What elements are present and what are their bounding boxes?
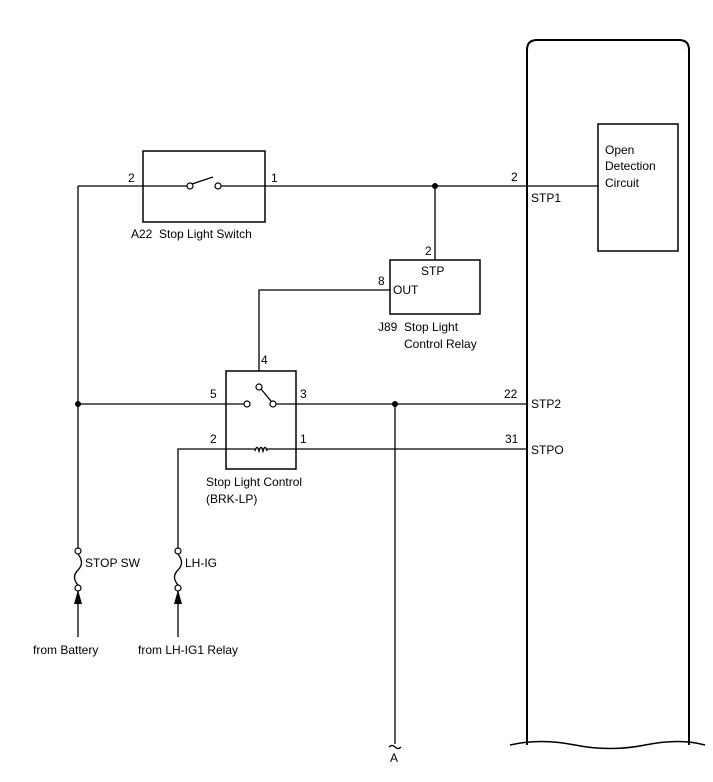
from-lh-ig1-relay-label: from LH-IG1 Relay — [138, 643, 238, 657]
switch-blade — [191, 176, 214, 185]
brk-pin-4: 4 — [261, 353, 268, 367]
ecu-stp2-pin-number: 22 — [504, 387, 518, 401]
ecu-break-line — [509, 740, 706, 750]
brk-pin-1: 1 — [300, 432, 307, 446]
stop-light-switch-pin-right: 1 — [271, 171, 278, 185]
brk-pin-3: 3 — [300, 387, 307, 401]
lh-ig-fuse-label: LH-IG — [185, 556, 217, 570]
wire-lh-ig-to-coil — [177, 448, 255, 548]
brk-switch-common-contact — [255, 383, 263, 391]
battery-arrow-icon — [74, 590, 82, 604]
control-relay-stp-pin-number: 2 — [425, 244, 432, 258]
brk-coil-icon — [254, 446, 268, 454]
ecu-stpo-pin-number: 31 — [505, 432, 519, 446]
ecu-stpo-label: STPO — [531, 443, 564, 457]
switch-contact-left — [186, 182, 194, 190]
switch-contact-right — [214, 182, 222, 190]
control-relay-stp-label: STP — [421, 264, 444, 278]
from-battery-label: from Battery — [33, 643, 98, 657]
stop-sw-fuse-label: STOP SW — [85, 556, 141, 570]
stop-sw-fuse-icon — [73, 553, 83, 586]
control-relay-out-label: OUT — [393, 283, 419, 297]
stop-sw-fuse-terminal-top — [74, 547, 82, 555]
open-detection-line-2: Detection — [605, 159, 656, 173]
lh-ig-fuse-icon — [173, 553, 183, 586]
open-detection-line-3: Circuit — [605, 176, 640, 190]
open-detection-line-1: Open — [605, 143, 634, 157]
ecu-stp1-pin-number: 2 — [511, 170, 518, 184]
control-relay-box — [389, 259, 481, 315]
brk-lp-label-line-1: Stop Light Control — [206, 475, 302, 489]
ecu-stp2-label: STP2 — [531, 397, 561, 411]
brk-switch-contact-5 — [243, 400, 251, 408]
stop-light-switch-label: A22 Stop Light Switch — [131, 227, 252, 241]
stop-light-switch-pin-left: 2 — [128, 171, 135, 185]
ecu-outline — [526, 39, 690, 745]
connector-a-break-icon — [388, 744, 402, 750]
lh-ig1-arrow-icon — [174, 590, 182, 604]
control-relay-label-line-1: J89 Stop Light — [378, 320, 459, 334]
brk-lp-label-line-2: (BRK-LP) — [206, 492, 257, 506]
ecu-stp1-label: STP1 — [531, 191, 561, 205]
brk-switch-blade — [260, 388, 272, 402]
control-relay-out-pin-number: 8 — [378, 274, 385, 288]
brk-pin-2: 2 — [210, 432, 217, 446]
wire-out-to-brk-pin4 — [258, 289, 390, 383]
brk-pin-5: 5 — [210, 387, 217, 401]
open-detection-circuit-box — [597, 123, 679, 252]
brk-switch-contact-3 — [269, 400, 277, 408]
connector-a-label: A — [390, 751, 398, 765]
lh-ig-fuse-terminal-top — [174, 547, 182, 555]
control-relay-label-line-2: Control Relay — [404, 337, 477, 351]
